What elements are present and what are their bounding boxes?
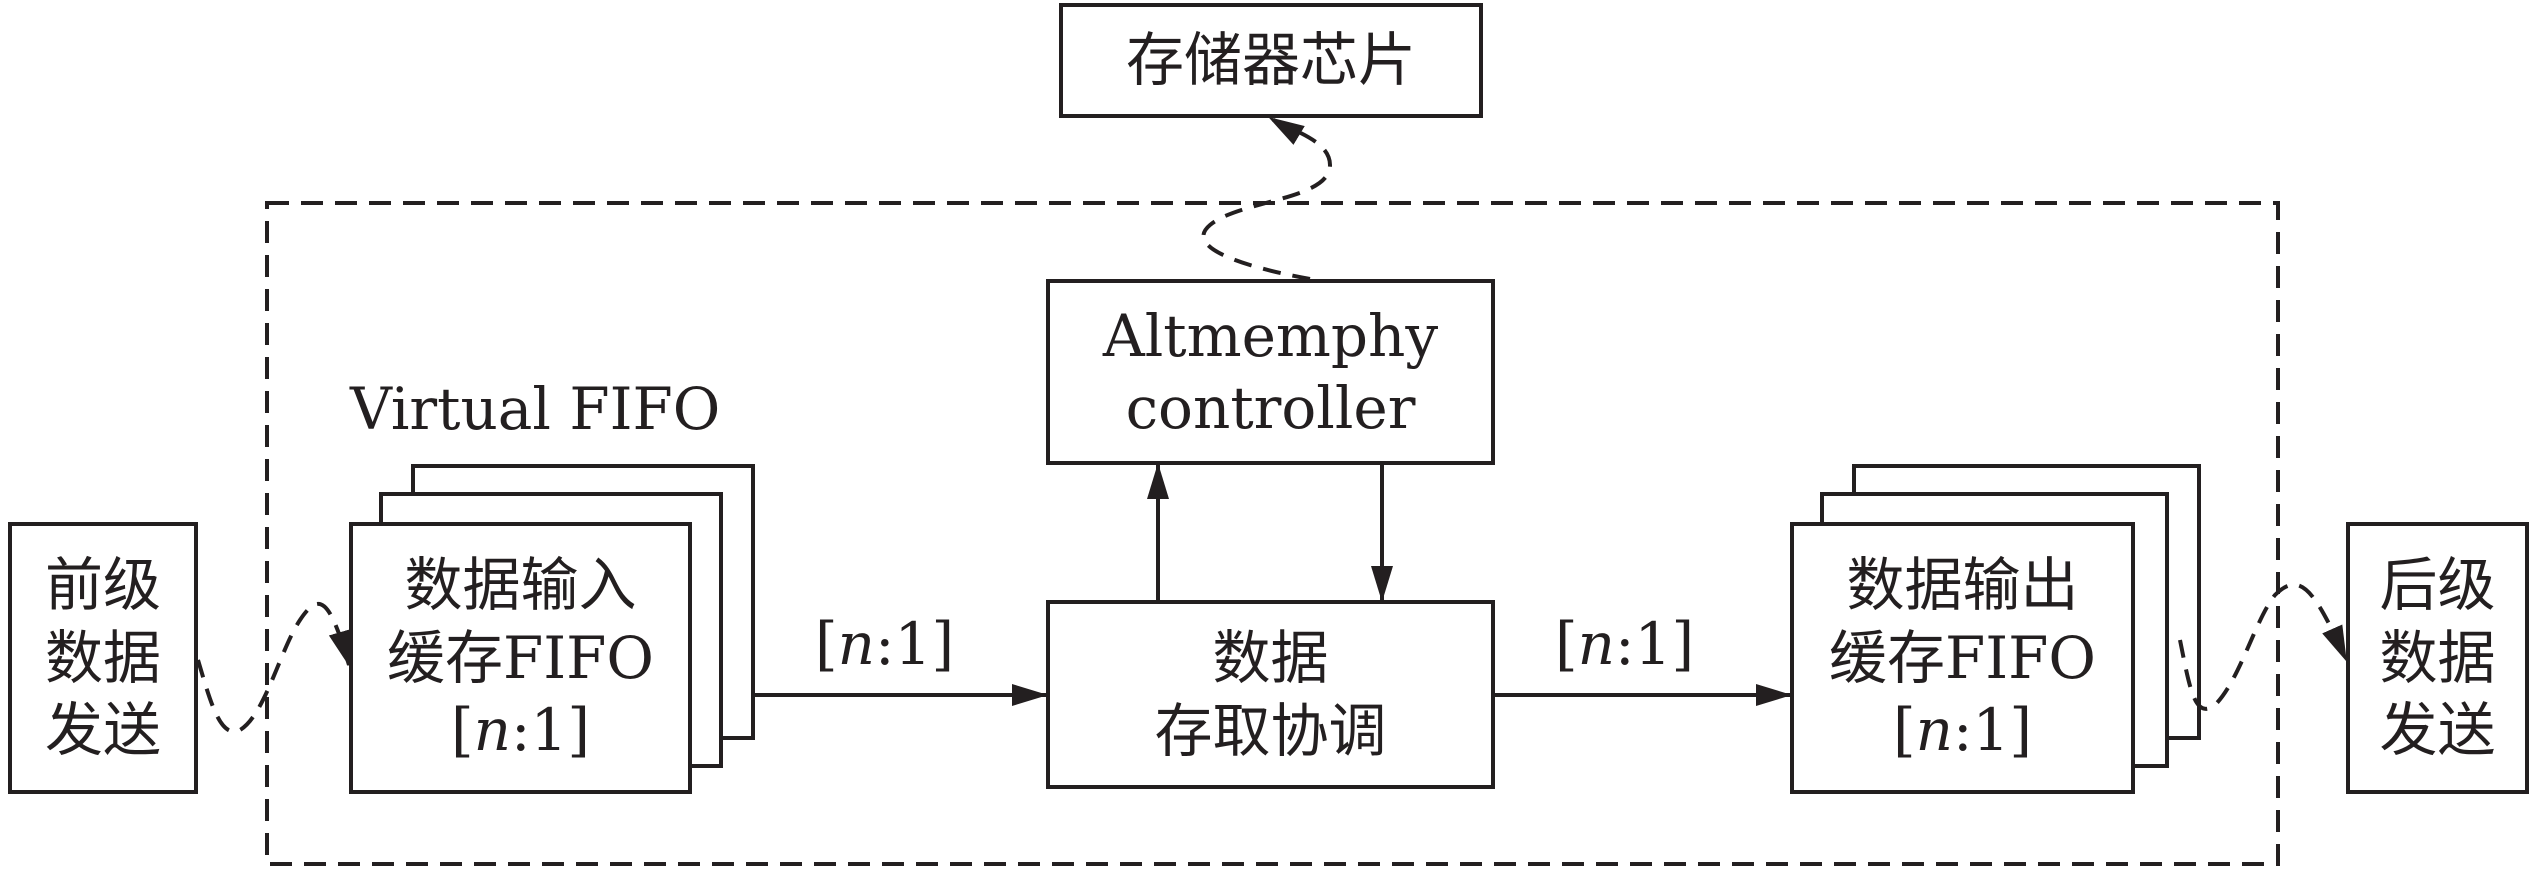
ratio-label-coordinator-to-output: [n:1] <box>1555 610 1695 678</box>
input-fifo-ratio: [n:1] <box>450 696 591 765</box>
dashed-link-front-to-input <box>196 601 351 734</box>
storage-chip-box: 存储器芯片 <box>1059 3 1483 118</box>
dashed-link-output-to-back <box>2178 582 2348 711</box>
output-fifo-box: 数据输出 缓存FIFO [n:1] <box>1790 522 2135 794</box>
back-sender-line3: 发送 <box>2379 696 2496 765</box>
input-fifo-line1: 数据输入 <box>404 551 637 620</box>
coordinator-label-line1: 数据 <box>1212 624 1329 692</box>
front-sender-line1: 前级 <box>44 551 161 620</box>
controller-box: Altmemphy controller <box>1046 279 1495 465</box>
virtual-fifo-label: Virtual FIFO <box>350 375 721 443</box>
controller-label-line1: Altmemphy <box>1102 301 1439 370</box>
front-sender-box: 前级 数据 发送 <box>8 522 198 794</box>
ratio-label-input-to-coordinator: [n:1] <box>815 610 955 678</box>
controller-label-line2: controller <box>1125 374 1416 442</box>
input-fifo-line2: 缓存FIFO <box>387 623 654 692</box>
dashed-link-controller-storage <box>1201 116 1333 281</box>
fpga-boundary-dashed <box>265 201 2280 866</box>
output-fifo-line2: 缓存FIFO <box>1829 623 2096 692</box>
coordinator-label-line2: 存取协调 <box>1154 696 1387 765</box>
output-fifo-ratio: [n:1] <box>1892 696 2033 765</box>
front-sender-line3: 发送 <box>44 696 161 765</box>
back-sender-box: 后级 数据 发送 <box>2346 522 2529 794</box>
front-sender-line2: 数据 <box>44 623 161 692</box>
back-sender-line1: 后级 <box>2379 551 2496 620</box>
input-fifo-box: 数据输入 缓存FIFO [n:1] <box>349 522 692 794</box>
output-fifo-line1: 数据输出 <box>1846 551 2079 620</box>
back-sender-line2: 数据 <box>2379 623 2496 692</box>
coordinator-box: 数据 存取协调 <box>1046 600 1495 789</box>
storage-chip-label: 存储器芯片 <box>1125 26 1416 95</box>
